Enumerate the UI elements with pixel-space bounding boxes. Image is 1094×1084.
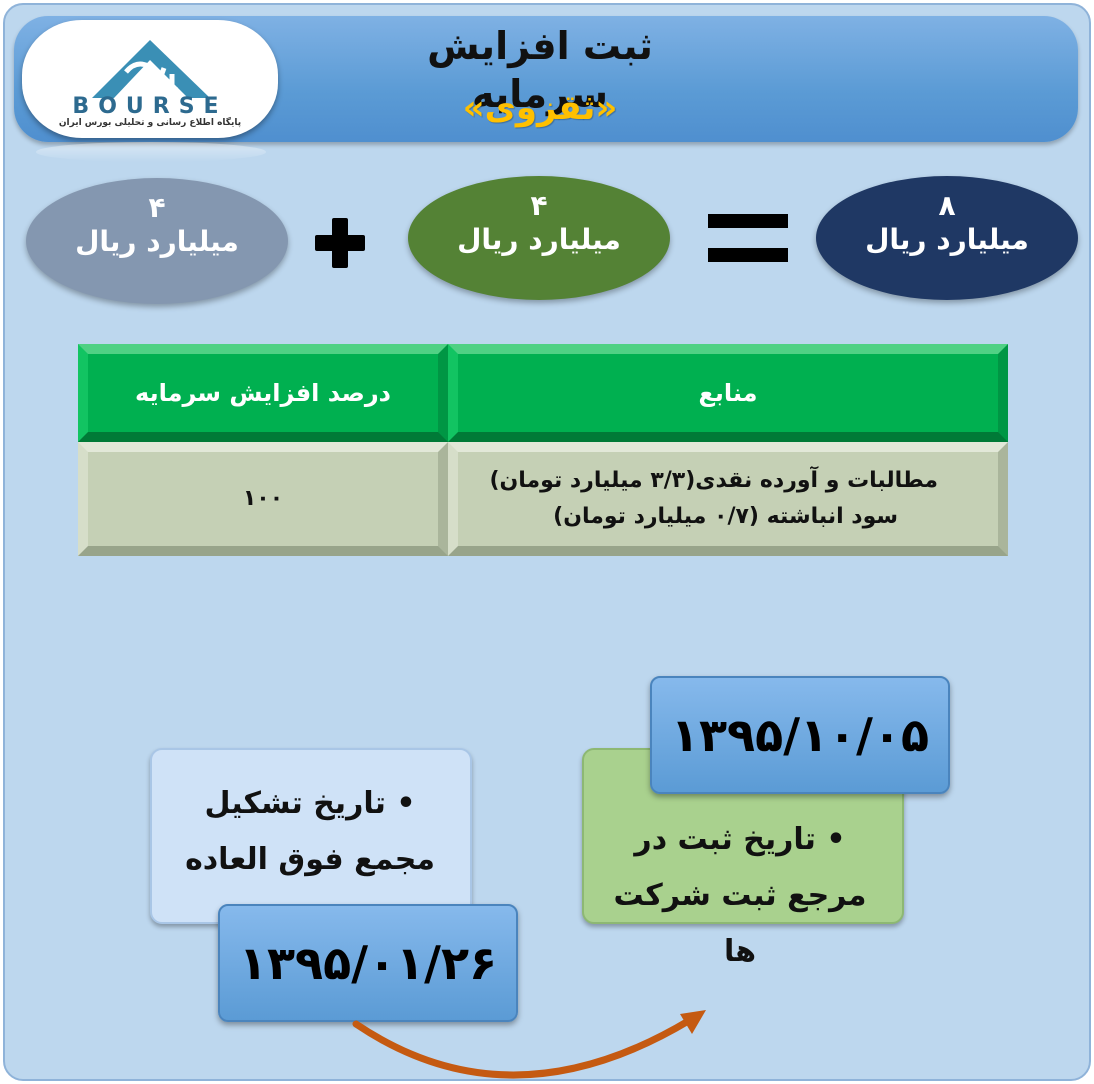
curved-arrow-icon	[352, 1010, 706, 1079]
plus-icon-bar	[315, 235, 365, 251]
amount-ellipse-retained-earnings: ۴ میلیارد ریال	[26, 178, 288, 304]
page-title: ثبت افزایش سرمایه	[427, 24, 653, 116]
amount-unit: میلیارد ریال	[457, 223, 621, 256]
source-line: مطالبات و آورده نقدی(۳/۳ میلیارد تومان)	[489, 468, 938, 493]
registration-date-label: • تاریخ ثبت در مرجع ثبت شرکت ها	[613, 822, 867, 969]
meeting-date-label: • تاریخ تشکیل مجمع فوق العاده	[185, 786, 435, 877]
mountain-logo-icon	[92, 40, 210, 99]
equals-icon-bar	[708, 248, 788, 262]
amount-ellipse-cash: ۴ میلیارد ریال	[408, 176, 670, 300]
table-header-sources: منابع	[448, 344, 1008, 442]
amount-unit: میلیارد ریال	[75, 225, 239, 258]
registration-date-value: ۱۳۹۵/۱۰/۰۵	[650, 676, 950, 794]
table-header-percent: درصد افزایش سرمایه	[78, 344, 448, 442]
meeting-date-value: ۱۳۹۵/۰۱/۲۶	[218, 904, 518, 1022]
bourse24-logo: BOURSE پایگاه اطلاع رسانی و تحلیلی بورس …	[22, 20, 278, 138]
table-cell-percent: ۱۰۰	[78, 442, 448, 556]
equals-icon	[708, 214, 788, 228]
logo-wordmark: BOURSE	[72, 94, 228, 119]
company-symbol: «ثقزوی»	[462, 88, 618, 128]
source-line: سود انباشته (۰/۷ میلیارد تومان)	[553, 504, 898, 529]
table-cell-sources: مطالبات و آورده نقدی(۳/۳ میلیارد تومان) …	[448, 442, 1008, 556]
amount-ellipse-total: ۸ میلیارد ریال	[816, 176, 1078, 300]
logo-reflection	[36, 142, 266, 162]
amount-value: ۸	[938, 189, 956, 222]
amount-unit: میلیارد ریال	[865, 223, 1029, 256]
logo-tagline: پایگاه اطلاع رسانی و تحلیلی بورس ایران	[58, 118, 242, 128]
amount-value: ۴	[530, 189, 548, 222]
amount-value: ۴	[148, 191, 166, 224]
meeting-date-card	[150, 748, 472, 924]
